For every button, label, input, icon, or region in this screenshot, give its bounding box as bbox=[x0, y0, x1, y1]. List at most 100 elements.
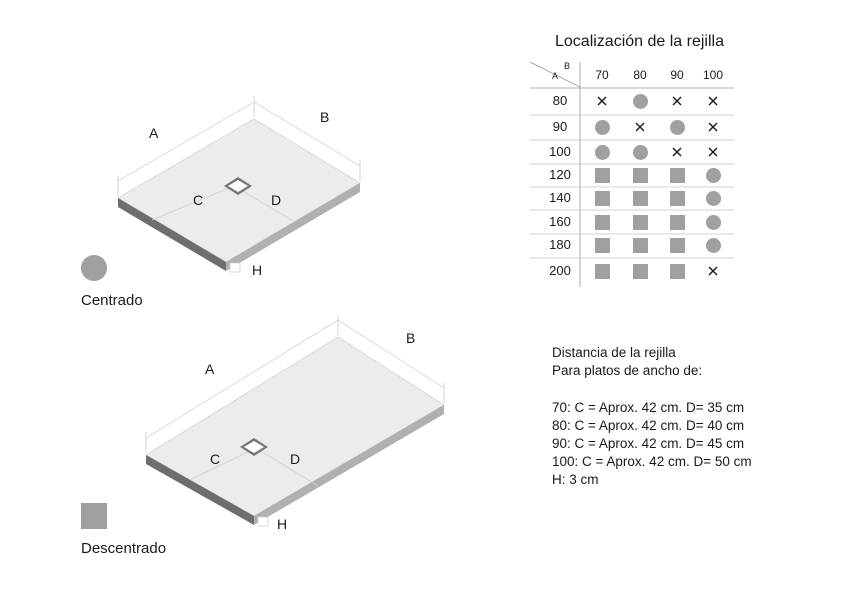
row-header-120: 120 bbox=[549, 167, 571, 182]
table-cell bbox=[705, 214, 721, 230]
square-icon bbox=[669, 214, 685, 230]
square-icon bbox=[632, 190, 648, 206]
table-title: Localización de la rejilla bbox=[555, 33, 724, 50]
table-cell bbox=[705, 93, 721, 109]
legend-descentrado-label: Descentrado bbox=[81, 540, 167, 557]
square-icon bbox=[669, 167, 685, 183]
cross-icon bbox=[708, 266, 718, 276]
column-header-100: 100 bbox=[702, 68, 724, 82]
cross-icon bbox=[635, 122, 645, 132]
table-cell bbox=[632, 237, 648, 253]
circle-icon bbox=[632, 93, 648, 109]
table-cell bbox=[594, 214, 610, 230]
row-header-160: 160 bbox=[549, 214, 571, 229]
table-grid bbox=[530, 62, 734, 287]
table-cell bbox=[632, 144, 648, 160]
table-cell bbox=[669, 237, 685, 253]
circle-icon bbox=[594, 119, 610, 135]
square-icon bbox=[594, 263, 610, 279]
info-line-80: 80: C = Aprox. 42 cm. D= 40 cm bbox=[552, 418, 745, 433]
square-icon bbox=[594, 214, 610, 230]
table-cell bbox=[632, 119, 648, 135]
row-header-80: 80 bbox=[552, 93, 568, 108]
info-heading-line1: Distancia de la rejilla bbox=[552, 345, 676, 360]
table-cell bbox=[669, 190, 685, 206]
square-icon bbox=[632, 263, 648, 279]
table-cell bbox=[632, 263, 648, 279]
table-cell bbox=[594, 167, 610, 183]
table-cell bbox=[594, 263, 610, 279]
table-cell bbox=[705, 167, 721, 183]
table-cell bbox=[594, 144, 610, 160]
circle-icon bbox=[705, 214, 721, 230]
cross-icon bbox=[708, 122, 718, 132]
cross-icon bbox=[672, 147, 682, 157]
info-line-90: 90: C = Aprox. 42 cm. D= 45 cm bbox=[552, 436, 745, 451]
table-cell bbox=[705, 190, 721, 206]
table-cell bbox=[594, 190, 610, 206]
table-cell bbox=[594, 93, 610, 109]
table-cell bbox=[594, 237, 610, 253]
cross-icon bbox=[597, 96, 607, 106]
table-cell bbox=[669, 144, 685, 160]
row-header-200: 200 bbox=[549, 263, 571, 278]
legend-centrado-label: Centrado bbox=[81, 292, 143, 309]
table-cell bbox=[669, 214, 685, 230]
top-dimension-a-label: A bbox=[149, 125, 159, 141]
bottom-dimension-a-label: A bbox=[205, 361, 215, 377]
tray-top-centered bbox=[117, 96, 361, 273]
column-header-70: 70 bbox=[595, 68, 609, 82]
cross-icon bbox=[708, 147, 718, 157]
drain-grate-icon bbox=[224, 177, 252, 195]
row-header-100: 100 bbox=[549, 144, 571, 159]
corner-b-label: B bbox=[564, 61, 571, 71]
column-header-80: 80 bbox=[633, 68, 647, 82]
table-cell bbox=[594, 119, 610, 135]
bottom-dimension-d-label: D bbox=[290, 451, 301, 467]
bottom-dimension-b-label: B bbox=[406, 330, 416, 346]
row-header-140: 140 bbox=[549, 190, 571, 205]
circle-icon bbox=[594, 144, 610, 160]
row-header-180: 180 bbox=[549, 237, 571, 252]
table-cell bbox=[632, 214, 648, 230]
circle-icon bbox=[81, 255, 107, 281]
circle-icon bbox=[705, 190, 721, 206]
row-header-90: 90 bbox=[552, 119, 568, 134]
table-cell bbox=[669, 119, 685, 135]
bottom-dimension-h-label: H bbox=[277, 516, 288, 532]
info-line-h: H: 3 cm bbox=[552, 472, 599, 487]
table-cell bbox=[632, 190, 648, 206]
tray-bottom-offcenter bbox=[145, 315, 445, 527]
cross-icon bbox=[672, 96, 682, 106]
info-line-70: 70: C = Aprox. 42 cm. D= 35 cm bbox=[552, 400, 745, 415]
circle-icon bbox=[705, 237, 721, 253]
cross-icon bbox=[708, 96, 718, 106]
table-cell bbox=[705, 263, 721, 279]
table-cell bbox=[632, 93, 648, 109]
circle-icon bbox=[669, 119, 685, 135]
top-dimension-c-label: C bbox=[193, 192, 204, 208]
table-cell bbox=[669, 263, 685, 279]
top-dimension-h-label: H bbox=[252, 262, 263, 278]
info-line-100: 100: C = Aprox. 42 cm. D= 50 cm bbox=[552, 454, 752, 469]
square-icon bbox=[632, 237, 648, 253]
square-icon bbox=[669, 237, 685, 253]
square-icon bbox=[669, 190, 685, 206]
circle-icon bbox=[705, 167, 721, 183]
top-dimension-b-label: B bbox=[320, 109, 330, 125]
table-cell bbox=[705, 144, 721, 160]
square-icon bbox=[632, 167, 648, 183]
square-icon bbox=[594, 237, 610, 253]
column-header-90: 90 bbox=[670, 68, 684, 82]
table-cell bbox=[705, 119, 721, 135]
table-cell bbox=[632, 167, 648, 183]
info-heading-line2: Para platos de ancho de: bbox=[552, 363, 703, 378]
corner-a-label: A bbox=[552, 71, 559, 81]
square-icon bbox=[594, 167, 610, 183]
table-cell bbox=[669, 93, 685, 109]
square-icon bbox=[81, 503, 107, 529]
square-icon bbox=[669, 263, 685, 279]
square-icon bbox=[632, 214, 648, 230]
table-cell bbox=[669, 167, 685, 183]
